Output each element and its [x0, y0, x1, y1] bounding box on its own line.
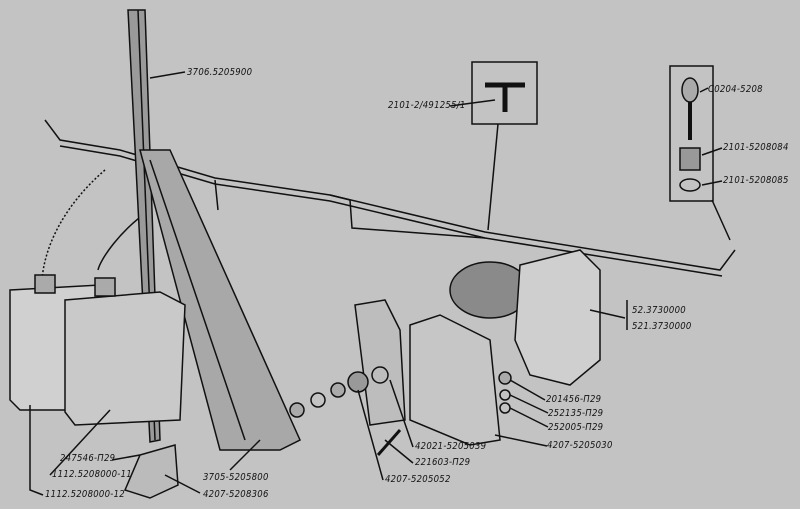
- label-nozzle-washer: 2101-5208085: [723, 175, 789, 186]
- label-nozzle-nut: 2101-5208084: [723, 142, 789, 153]
- washer-tank-front: [64, 291, 186, 426]
- motor-bracket: [409, 314, 501, 446]
- label-tee-fitting: 2101-2/491255/1: [388, 100, 466, 111]
- label-bracket-bolt: 4207-5205052: [385, 474, 451, 485]
- label-motor-bracket: 4207-5205030: [547, 440, 613, 451]
- label-tank-screw: 247546-П29: [60, 453, 116, 464]
- wiper-arm: [139, 149, 301, 451]
- label-tank-b: 1112.5208000-12: [45, 489, 125, 500]
- label-tank-bracket: 4207-5208306: [203, 489, 269, 500]
- label-wiper-blade: 3706.5205900: [187, 67, 253, 78]
- motor-gearbox: [514, 249, 601, 386]
- label-washer-a: 252135-П29: [548, 408, 604, 419]
- hose-to-tank: [41, 169, 106, 281]
- label-washer-b: 252005-П29: [548, 422, 604, 433]
- tank-bracket: [123, 444, 179, 499]
- label-bracket-plate: 42021-5205039: [415, 441, 487, 452]
- washer-tube-branch: [329, 194, 486, 239]
- label-screw: 221603-П29: [415, 457, 471, 468]
- washer-tube-main: [44, 119, 736, 271]
- washer-tube-branch2: [214, 179, 219, 211]
- label-motor-b: 521.3730000: [632, 321, 692, 332]
- bracket-plate: [354, 299, 406, 426]
- label-wiper-arm: 3705-5205800: [203, 472, 269, 483]
- washer-tube-main-lower: [59, 145, 723, 277]
- label-tank-a: 1112.5208000-11: [52, 469, 132, 480]
- tee-fitting-inset: [471, 61, 538, 125]
- label-motor-a: 52.3730000: [632, 305, 686, 316]
- label-bolt: 201456-П29: [546, 394, 602, 405]
- label-nozzle: C0204-5208: [708, 84, 763, 95]
- nozzle-inset: [669, 65, 714, 202]
